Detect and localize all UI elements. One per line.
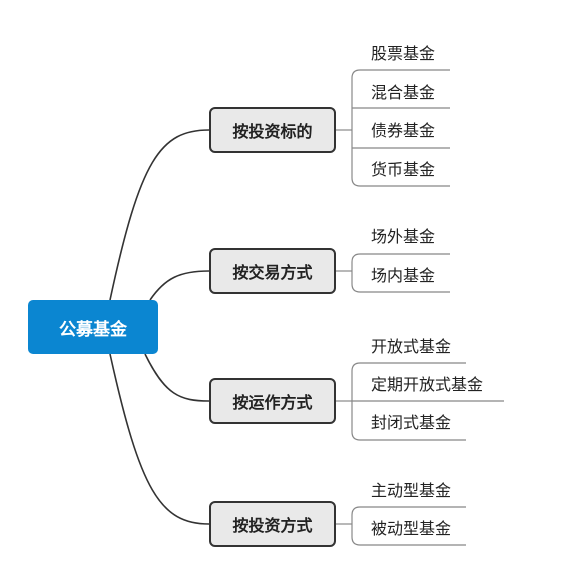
leaf-connectors-branch-1 bbox=[336, 69, 450, 187]
leaf-node[interactable]: 债券基金 bbox=[371, 121, 436, 140]
connector-root-branch-1 bbox=[109, 129, 210, 301]
connector-root-branch-3 bbox=[144, 353, 210, 402]
branch-node-investment-target[interactable]: 按投资标的 bbox=[209, 107, 336, 153]
leaf-connectors-branch-3 bbox=[336, 362, 504, 441]
connector-root-branch-4 bbox=[109, 353, 210, 525]
branch-label: 按投资方式 bbox=[232, 516, 313, 535]
leaf-node[interactable]: 开放式基金 bbox=[371, 337, 452, 356]
leaf-node[interactable]: 封闭式基金 bbox=[371, 413, 452, 432]
leaf-node[interactable]: 被动型基金 bbox=[371, 519, 452, 538]
leaf-node[interactable]: 场内基金 bbox=[371, 266, 436, 285]
branch-label: 按运作方式 bbox=[232, 393, 313, 412]
branch-node-trading-method[interactable]: 按交易方式 bbox=[209, 248, 336, 294]
leaf-node[interactable]: 股票基金 bbox=[371, 44, 436, 63]
branch-node-investment-method[interactable]: 按投资方式 bbox=[209, 501, 336, 547]
branch-label: 按投资标的 bbox=[232, 122, 313, 141]
leaf-node[interactable]: 场外基金 bbox=[371, 227, 436, 246]
leaf-node[interactable]: 主动型基金 bbox=[371, 481, 452, 500]
leaf-node[interactable]: 混合基金 bbox=[371, 83, 436, 102]
root-node[interactable]: 公募基金 bbox=[28, 300, 158, 354]
leaf-node[interactable]: 定期开放式基金 bbox=[371, 375, 484, 394]
leaf-node[interactable]: 货币基金 bbox=[371, 160, 436, 179]
branch-node-operation-method[interactable]: 按运作方式 bbox=[209, 378, 336, 424]
branch-label: 按交易方式 bbox=[232, 263, 313, 282]
root-label: 公募基金 bbox=[59, 319, 127, 340]
leaf-connectors-branch-2 bbox=[336, 253, 450, 293]
leaf-connectors-branch-4 bbox=[336, 506, 466, 546]
connector-root-branch-2 bbox=[149, 270, 210, 301]
